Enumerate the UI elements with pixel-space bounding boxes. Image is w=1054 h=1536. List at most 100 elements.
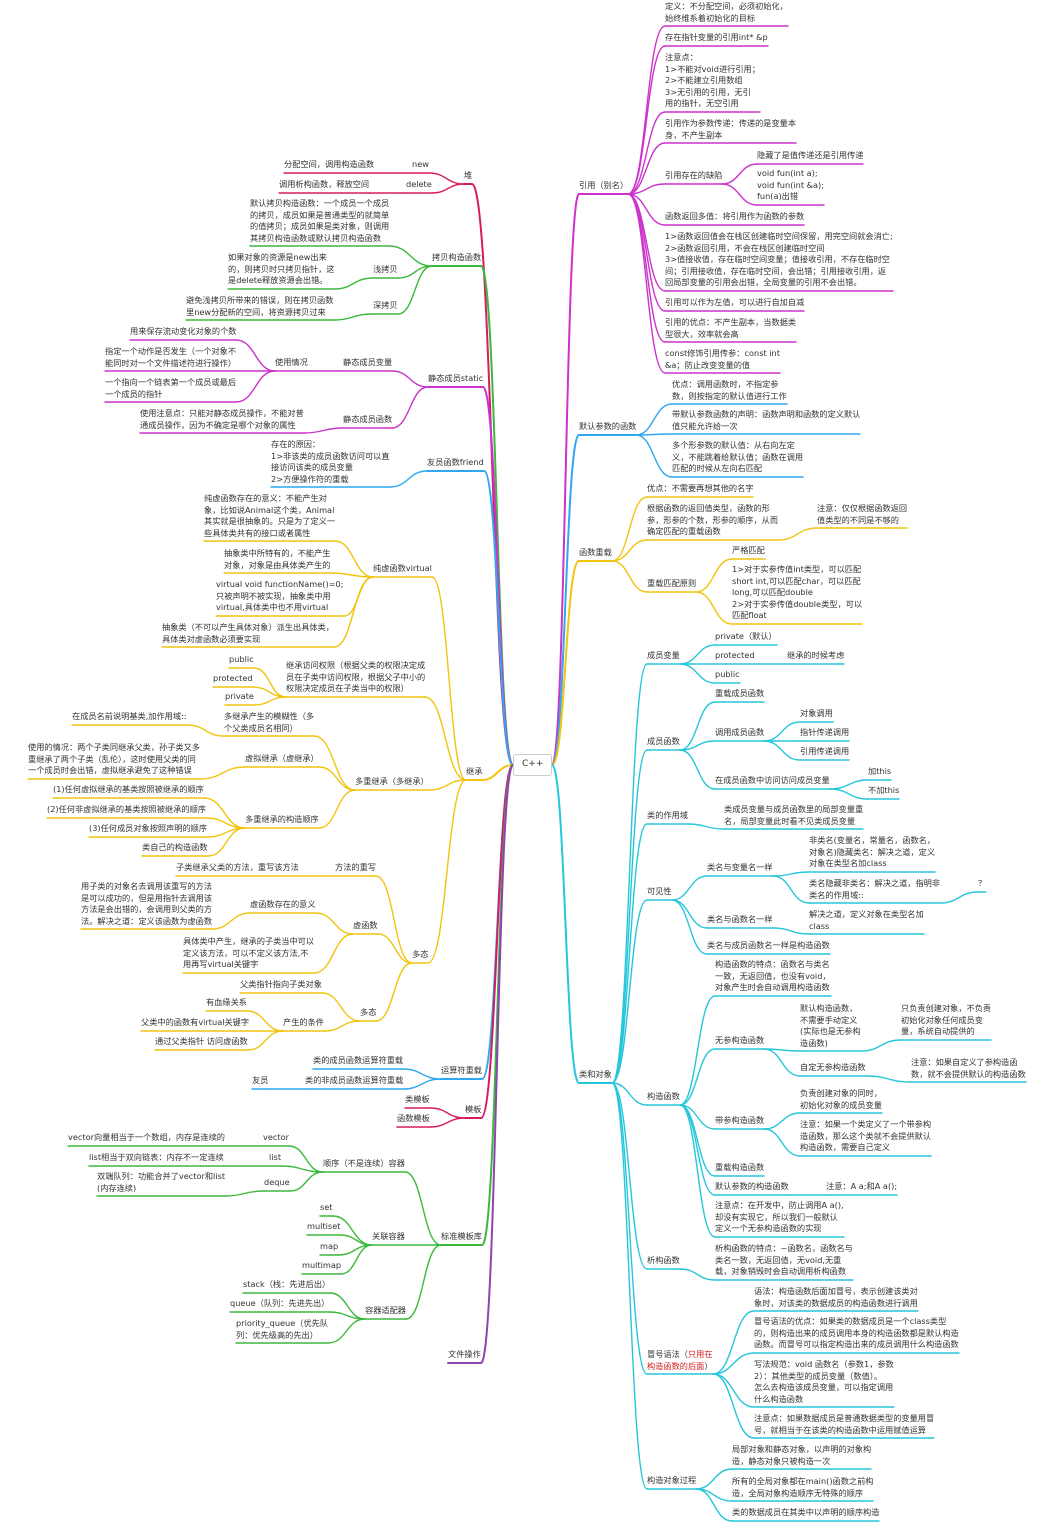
node-vfunc-meaning-desc[interactable]: 用子类的对象名去调用该重写的方法 是可以成功的，但是用指针去调用该 方法是会出错… bbox=[81, 881, 213, 926]
node-order-3[interactable]: (3)任何成员对象按照声明的顺序 bbox=[89, 823, 208, 833]
node-list-desc[interactable]: list相当于双向链表：内存不一定连续 bbox=[89, 1152, 224, 1162]
node-ref-3[interactable]: 注意点： 1>不能对void进行引用； 2>不能建立引用数组 3>无引用的引用，… bbox=[665, 52, 760, 108]
node-with-param-1[interactable]: 负责创建对象的同时， 初始化对象的成员变量 bbox=[800, 1088, 882, 1110]
node-public[interactable]: public bbox=[229, 654, 254, 664]
node-mf-access[interactable]: 在成员函数中访问访问成员变量 bbox=[715, 775, 830, 785]
node-deep[interactable]: 深拷贝 bbox=[373, 300, 398, 310]
node-multi[interactable]: 多重继承（多继承） bbox=[355, 776, 429, 786]
node-set[interactable]: set bbox=[320, 1202, 333, 1212]
node-scope[interactable]: 类的作用域 bbox=[647, 810, 688, 820]
node-visible[interactable]: 可见性 bbox=[647, 886, 672, 896]
node-deep-desc[interactable]: 避免浅拷贝所带来的错误，则在拷贝函数 里new分配新的空间，将资源拷贝过来 bbox=[186, 295, 334, 317]
node-pure-virtual[interactable]: 纯虚函数virtual bbox=[373, 563, 432, 573]
node-copy-ctor[interactable]: 拷贝构造函数 bbox=[432, 252, 482, 262]
node-friend-desc[interactable]: 存在的原因： 1>非该类的成员函数访问可以直 接访问该类的成员变量 2>方便操作… bbox=[271, 439, 390, 484]
node-dtor-desc[interactable]: 析构函数的特点：~函数名，函数名与 类名一致，无返回值，无void,无重 载，对… bbox=[715, 1243, 853, 1276]
node-same-var[interactable]: 类名与变量名一样 bbox=[707, 862, 773, 872]
node-mf-overload[interactable]: 重载成员函数 bbox=[715, 688, 765, 698]
node-operator[interactable]: 运算符重载 bbox=[441, 1065, 482, 1075]
node-vi-desc[interactable]: 使用的情况：两个子类同继承父类，孙子类又多 重继承了两个子类（乱伦），这时使用父… bbox=[28, 742, 200, 775]
node-ol-note[interactable]: 注意：仅仅根据函数返回 值类型的不同是不够的 bbox=[817, 503, 908, 525]
node-ambiguity[interactable]: 多继承产生的模糊性（多 个父类成员名相同） bbox=[224, 711, 315, 733]
node-call-ref[interactable]: 引用传递调用 bbox=[800, 746, 850, 756]
node-new-desc[interactable]: 分配空间，调用构造函数 bbox=[284, 159, 375, 169]
node-process-2[interactable]: 所有的全局对象都在main()函数之前构 造，全局对象构造顺序无特殊的顺序 bbox=[732, 1476, 874, 1498]
node-no-param[interactable]: 无参构造函数 bbox=[715, 1035, 765, 1045]
node-friend[interactable]: 友员函数friend bbox=[427, 457, 484, 467]
node-ol-rules[interactable]: 1>对于实参传值int类型，可以匹配 short int,可以匹配char，可以… bbox=[732, 564, 863, 620]
node-with-param-2[interactable]: 注意：如果一个类定义了一个带参构 造函数，那么这个类就不会提供默认 构造函数，需… bbox=[800, 1119, 932, 1152]
node-mf-call[interactable]: 调用成员函数 bbox=[715, 727, 765, 737]
node-copy-default[interactable]: 默认拷贝构造函数：一个成员一个成员 的拷贝，成员如果是普通类型的就简单 的值拷贝… bbox=[250, 198, 390, 243]
node-colon[interactable]: 冒号语法（只用在 构造函数的后面） bbox=[647, 1349, 713, 1374]
node-virtual-inherit[interactable]: 虚拟继承（虚继承） bbox=[245, 753, 319, 763]
node-func-template[interactable]: 函数模板 bbox=[397, 1113, 430, 1123]
node-member-var[interactable]: 成员变量 bbox=[647, 650, 680, 660]
node-map[interactable]: map bbox=[320, 1241, 339, 1251]
node-poly[interactable]: 多态 bbox=[412, 949, 429, 959]
node-order-2[interactable]: (2)任何非虚拟继承的基类按照被继承的顺序 bbox=[47, 804, 206, 814]
node-colon-2[interactable]: 冒号语法的优点：如果类的数据成员是一个class类型 的，则构造出来的成员调用本… bbox=[754, 1316, 959, 1349]
node-delete[interactable]: delete bbox=[406, 179, 432, 189]
node-shallow[interactable]: 浅拷贝 bbox=[373, 264, 398, 274]
node-dtor[interactable]: 析构函数 bbox=[647, 1255, 680, 1265]
node-pv-3[interactable]: virtual void functionName()=0; 只被声明不被实现，… bbox=[216, 579, 344, 612]
node-default-param[interactable]: 默认参数的函数 bbox=[579, 421, 637, 431]
node-ref-6[interactable]: 1>函数返回值会在栈区创建临时空间保留，用完空间就会消亡; 2>函数返回引用，不… bbox=[665, 231, 893, 287]
node-ref-1[interactable]: 定义：不分配空间，必须初始化， 始终维系着初始化的目标 bbox=[665, 1, 788, 23]
node-deque[interactable]: deque bbox=[264, 1177, 290, 1187]
node-override-desc[interactable]: 子类继承父类的方法，重写该方法 bbox=[176, 862, 299, 872]
node-op-nonmember[interactable]: 类的非成员函数运算符重载 bbox=[305, 1075, 404, 1085]
node-ctor-order[interactable]: 多重继承的构造顺序 bbox=[245, 814, 319, 824]
node-colon-3[interactable]: 写法规范：void 函数名（参数1，参数 2）：其他类型的成员变量（数值）。 怎… bbox=[754, 1359, 894, 1404]
node-defect-1[interactable]: 隐藏了是值传递还是引用传递 bbox=[757, 150, 864, 160]
node-pqueue[interactable]: priority_queue（优先队 列：优先级高的先出） bbox=[236, 1318, 329, 1340]
node-shallow-desc[interactable]: 如果对象的资源是new出来 的，则拷贝时只拷贝指针，这 是delete释放资源会… bbox=[228, 252, 335, 285]
node-dp-2[interactable]: 带默认参数函数的声明：函数声明和函数的定义默认 值只能允许给一次 bbox=[672, 409, 861, 431]
node-vfunc[interactable]: 虚函数 bbox=[353, 920, 378, 930]
node-static-func[interactable]: 静态成员函数 bbox=[343, 414, 393, 424]
node-process-1[interactable]: 局部对象和静态对象，以声明的对象构 造，静态对象只被构造一次 bbox=[732, 1444, 872, 1466]
node-deque-desc[interactable]: 双端队列：功能合并了vector和list (内存连续) bbox=[97, 1171, 226, 1193]
node-pv-4[interactable]: 抽象类（不可以产生具体对象）派生出具体类， 具体类对虚函数必须要实现 bbox=[162, 622, 334, 644]
node-custom-note[interactable]: 注意：如果自定义了参构造函 数，就不会提供默认的构造函数 bbox=[911, 1057, 1026, 1079]
node-same-member-func[interactable]: 类名与成员函数名一样是构造函数 bbox=[707, 940, 830, 950]
node-ref-4[interactable]: 引用作为参数传递：传递的是变量本 身，不产生副本 bbox=[665, 118, 797, 140]
node-order-4[interactable]: 类自己的构造函数 bbox=[142, 842, 208, 852]
node-heap[interactable]: 堆 bbox=[464, 170, 473, 180]
node-same-func-desc[interactable]: 解决之道，定义对象在类型名加 class bbox=[809, 909, 924, 931]
node-multiset[interactable]: multiset bbox=[307, 1221, 341, 1231]
node-process-3[interactable]: 类的数据成员在其类中以声明的顺序构造 bbox=[732, 1507, 880, 1517]
node-default-ctor-desc[interactable]: 只负责创建对象，不负责 初始化对象任何成员变 量，系统自动提供的 bbox=[901, 1003, 992, 1036]
node-no-this[interactable]: 不加this bbox=[868, 785, 900, 795]
node-stack[interactable]: stack（栈：先进后出） bbox=[243, 1279, 331, 1289]
node-static-usage[interactable]: 使用情况 bbox=[275, 357, 308, 367]
node-adapter[interactable]: 容器适配器 bbox=[365, 1305, 406, 1315]
node-default-ctor[interactable]: 默认构造函数， 不需要手动定义 (实际也是无参构 造函数) bbox=[800, 1003, 861, 1048]
node-ref-defect[interactable]: 引用存在的缺陷 bbox=[665, 170, 723, 180]
node-assoc[interactable]: 关联容器 bbox=[372, 1231, 405, 1241]
node-usage-2[interactable]: 指定一个动作是否发生（一个对象不 能同时对一个文件描述符进行操作） bbox=[105, 346, 237, 368]
node-mv-inherit[interactable]: 继承的时候考虑 bbox=[787, 650, 845, 660]
node-default-param-desc[interactable]: 注意点：在开发中，防止调用A a(), 却没有实现它，所以我们一般默认 定义一个… bbox=[715, 1200, 844, 1233]
node-ref-8[interactable]: 引用的优点：不产生副本，当数据类 型很大，效率就会高 bbox=[665, 317, 797, 339]
node-call-obj[interactable]: 对象调用 bbox=[800, 708, 833, 718]
node-op-friend[interactable]: 友员 bbox=[252, 1075, 269, 1085]
node-ref-7[interactable]: 引用可以作为左值，可以进行自加自减 bbox=[665, 297, 805, 307]
node-list[interactable]: list bbox=[269, 1152, 282, 1162]
node-file[interactable]: 文件操作 bbox=[448, 1349, 481, 1359]
node-vector[interactable]: vector bbox=[263, 1132, 289, 1142]
node-ol-strict[interactable]: 严格匹配 bbox=[732, 545, 765, 555]
node-this[interactable]: 加this bbox=[868, 766, 892, 776]
node-member-func[interactable]: 成员函数 bbox=[647, 736, 680, 746]
node-same-var-1[interactable]: 非类名(变量名，常量名，函数名， 对象名)隐藏类名：解决之道，定义 对象在类型名… bbox=[809, 835, 936, 868]
node-cond[interactable]: 产生的条件 bbox=[283, 1017, 324, 1027]
node-pv-1[interactable]: 纯虚函数存在的意义：不能产生对 象，比如说Animal这个类，Animal 其实… bbox=[204, 493, 336, 538]
node-ambiguity-desc[interactable]: 在成员名前说明基类,加作用域:: bbox=[72, 711, 187, 721]
node-process[interactable]: 构造对象过程 bbox=[647, 1475, 697, 1485]
node-ol-match[interactable]: 重载匹配原则 bbox=[647, 578, 697, 588]
node-multimap[interactable]: multimap bbox=[302, 1260, 342, 1270]
node-colon-4[interactable]: 注意点：如果数据成员是普通数据类型的变量用冒 号，就相当于在该类的构造函数中运用… bbox=[754, 1413, 935, 1435]
node-ol-return[interactable]: 根据函数的返回值类型，函数的形 参，形参的个数，形参的顺序，从而 确定匹配的重载… bbox=[647, 503, 779, 536]
node-colon-1[interactable]: 语法：构造函数后面加冒号，表示创建该类对 象时，对该类的数据成员的构造函数进行调… bbox=[754, 1286, 918, 1308]
